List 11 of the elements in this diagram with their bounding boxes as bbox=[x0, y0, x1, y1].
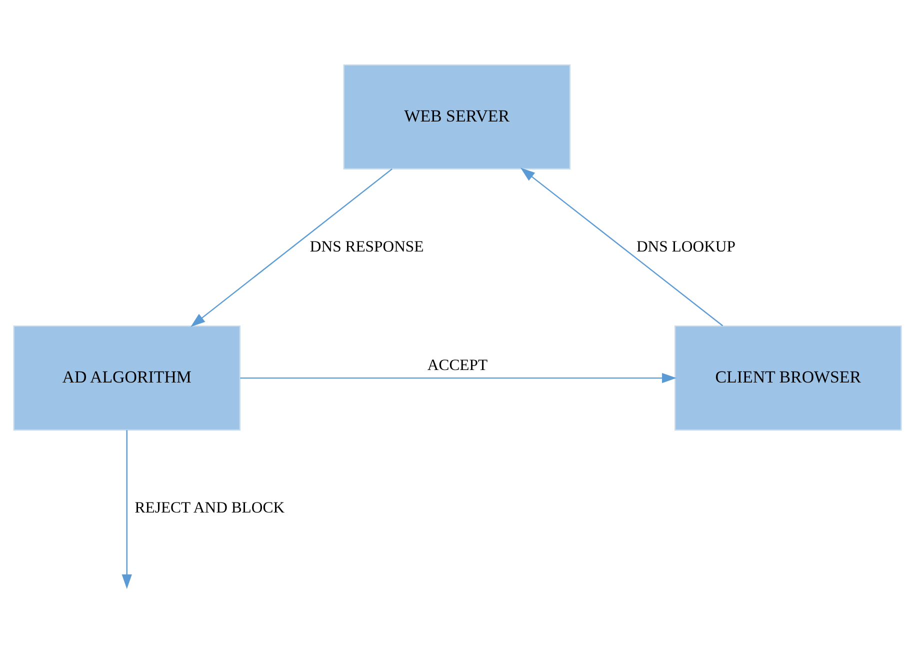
edge-label: DNS LOOKUP bbox=[636, 238, 735, 256]
node-box: AD ALGORITHM bbox=[12, 325, 240, 431]
arrow bbox=[190, 168, 392, 327]
arrow bbox=[240, 372, 676, 384]
edge-label: DNS RESPONSE bbox=[309, 238, 424, 256]
arrow bbox=[121, 430, 132, 589]
node-box: CLIENT BROWSER bbox=[674, 325, 902, 431]
arrow bbox=[520, 168, 723, 326]
node-box: WEB SERVER bbox=[342, 64, 570, 170]
edge-label: ACCEPT bbox=[426, 357, 488, 374]
edge-label: REJECT AND BLOCK bbox=[134, 500, 284, 517]
